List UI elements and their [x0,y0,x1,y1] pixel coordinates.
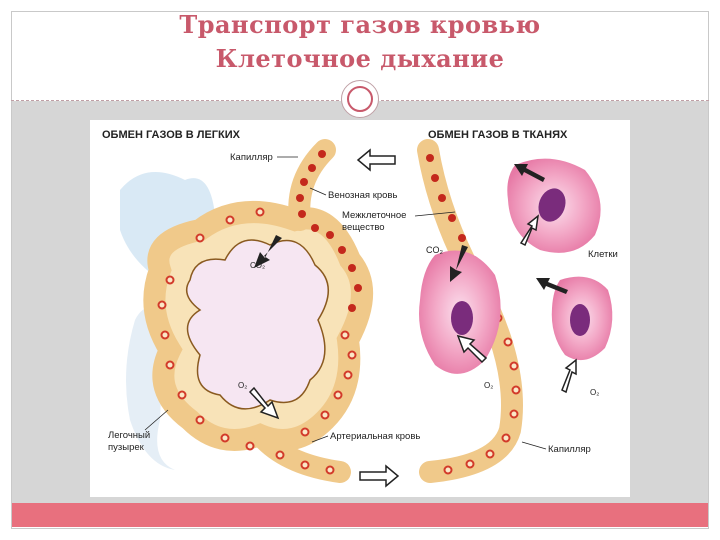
arterial-cells [157,207,357,475]
divider-ring-icon [341,80,379,118]
label-capillary-bottom: Капилляр [548,444,591,455]
slide-subtitle: Клеточное дыхание [215,44,505,73]
label-o2-tissue-1: O₂ [484,381,493,390]
flow-arrow-bottom [359,464,400,488]
label-arterial-blood: Артериальная кровь [330,431,420,442]
co2-arrow-lung [254,235,282,268]
footer-band [12,503,708,527]
label-intercellular-1: Межклеточное [342,210,406,221]
label-o2-tissue-2: O₂ [590,388,599,397]
o2-arrow-lung [248,386,280,420]
tissue-arterial-cells [443,290,521,475]
gas-exchange-diagram: ОБМЕН ГАЗОВ В ЛЕГКИХ ОБМЕН ГАЗОВ В ТКАНЯ… [102,129,618,488]
label-intercellular-2: вещество [342,222,385,233]
co2-arrow-cell-right [536,278,568,294]
label-capillary-top: Капилляр [230,152,273,163]
label-o2-lung: O₂ [238,381,247,390]
slide-title: Транспорт газов кровью [179,10,541,39]
label-co2-lung: CO₂ [250,261,265,270]
label-co2-tissue: CO₂ [426,245,444,255]
heading-lungs: ОБМЕН ГАЗОВ В ЛЕГКИХ [102,129,241,141]
o2-arrow-cell-top [519,214,540,247]
tissue-venous-cells [426,154,478,264]
co2-arrow-tissue [450,245,468,282]
label-alveolus-2: пузырек [108,442,145,453]
label-venous-blood: Венозная кровь [328,190,397,201]
co2-arrow-cell-top [514,164,545,182]
label-alveolus-1: Легочный [108,430,150,441]
tissue-cell-middle [419,250,501,374]
flow-arrow-top [356,148,396,172]
heading-tissues: ОБМЕН ГАЗОВ В ТКАНЯХ [428,129,568,141]
venous-cells [296,150,362,312]
o2-arrow-tissue [456,334,488,364]
gas-exchange-figure: ОБМЕН ГАЗОВ В ЛЕГКИХ ОБМЕН ГАЗОВ В ТКАНЯ… [90,120,630,497]
label-cells: Клетки [588,249,618,260]
tissue-cell-right [551,276,613,361]
alveolus-sac [185,239,330,410]
o2-arrow-cell-right [561,358,577,394]
